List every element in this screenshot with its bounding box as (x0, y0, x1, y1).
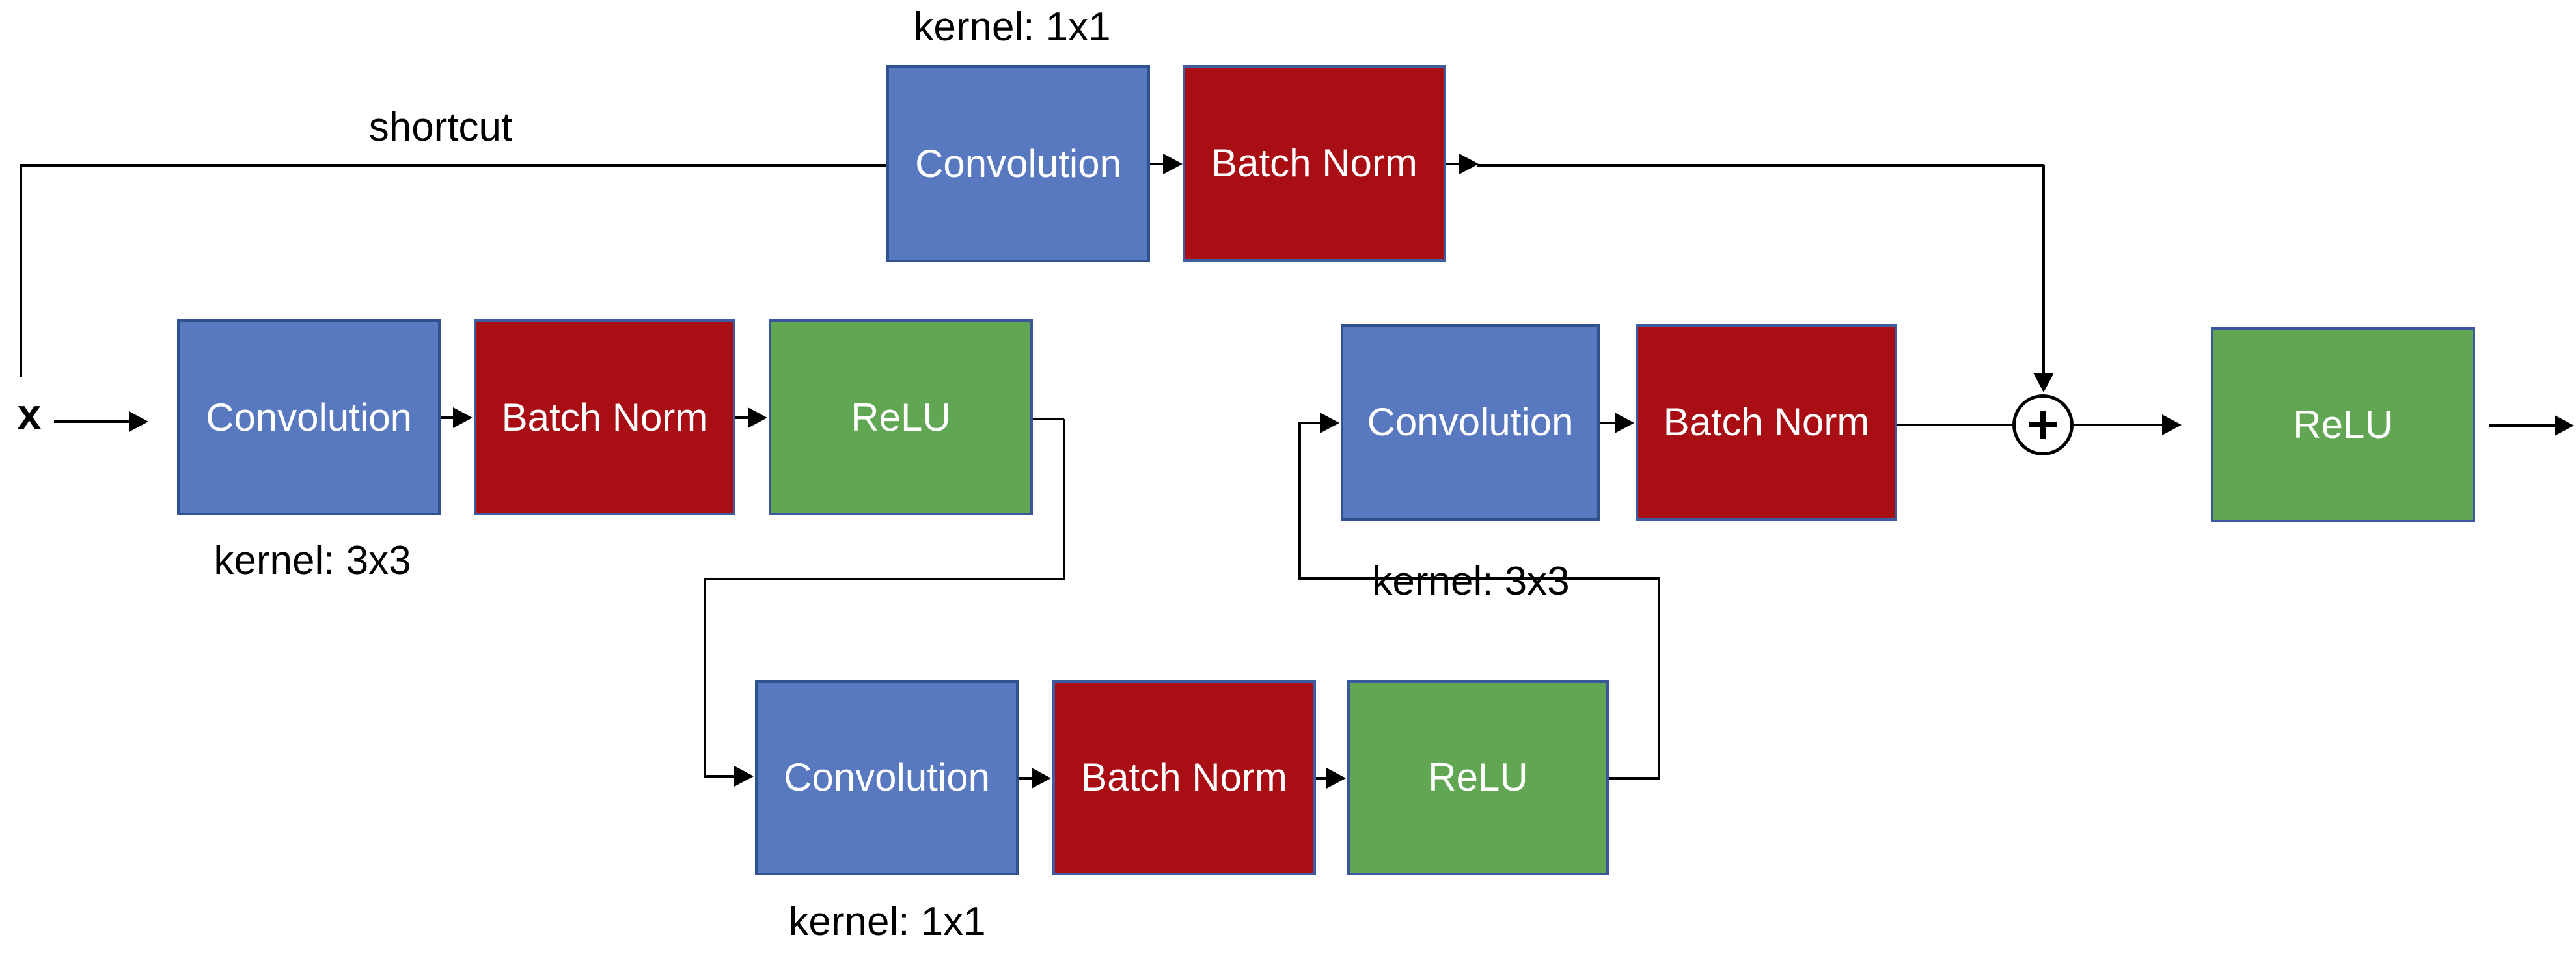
shortcut-conv-to-bn (1150, 163, 1163, 165)
elbow2-out (1608, 777, 1659, 780)
input-arrow-line (54, 420, 130, 423)
main1-bn-box: Batch Norm (474, 319, 735, 515)
main1-conv-box: Convolution (177, 319, 441, 515)
plus-junction (2012, 394, 2074, 455)
main2-conv-to-bn (1017, 777, 1033, 780)
main1-conv-to-bn (441, 416, 455, 419)
arrow-main1-conv-bn (453, 407, 473, 428)
main3-bn-box: Batch Norm (1636, 324, 1897, 521)
elbow1-out (1032, 418, 1064, 420)
shortcut-bn-box: Batch Norm (1183, 65, 1446, 262)
input-label: x (17, 390, 42, 438)
shortcut-bn-box-label: Batch Norm (1211, 141, 1418, 185)
elbow2-horizontal (1298, 577, 1660, 580)
main2-bn-box-label: Batch Norm (1081, 755, 1287, 799)
shortcut-conv-box-label: Convolution (915, 141, 1121, 185)
main1-conv-box-label: Convolution (206, 395, 412, 439)
main3-bn-box-label: Batch Norm (1663, 400, 1870, 444)
shortcut-conv-box: Convolution (886, 65, 1150, 262)
elbow2-in (1298, 422, 1323, 424)
main2-conv-box-label: Convolution (784, 755, 990, 799)
main2-relu-box: ReLU (1347, 680, 1609, 875)
main2-kernel-label: kernel: 1x1 (788, 899, 986, 944)
main2-relu-box-label: ReLU (1428, 755, 1528, 799)
main2-bn-to-relu (1315, 777, 1329, 780)
elbow1-down2 (704, 579, 706, 776)
main2-conv-box: Convolution (755, 680, 1019, 875)
elbow1-in (704, 775, 736, 778)
output-relu-box: ReLU (2211, 327, 2475, 522)
main1-bn-box-label: Batch Norm (501, 395, 708, 439)
arrow-main1-bn-relu (748, 407, 767, 428)
main1-kernel-label: kernel: 3x3 (213, 538, 411, 583)
main1-relu-box-label: ReLU (851, 395, 951, 439)
arrow-main2-bn-relu (1326, 768, 1346, 789)
arrow-main2-conv-bn (1032, 768, 1051, 789)
arrow-output (2555, 415, 2574, 436)
arrow-input (129, 411, 148, 432)
elbow2-up2 (1298, 422, 1301, 580)
arrow-shortcut-bn-out (1459, 154, 1479, 174)
output-relu-box-label: ReLU (2293, 403, 2393, 446)
arrow-plus-to-relu (2162, 414, 2182, 435)
main1-relu-box: ReLU (769, 319, 1033, 515)
main3-conv-box: Convolution (1341, 324, 1600, 521)
shortcut-label: shortcut (368, 105, 513, 150)
main2-bn-box: Batch Norm (1052, 680, 1316, 875)
main1-bn-to-relu (735, 416, 750, 419)
main3-bn-to-plus (1897, 424, 2016, 426)
shortcut-line-horizontal (20, 164, 886, 167)
shortcut-line-vertical (20, 164, 22, 377)
plus-to-relu (2074, 424, 2162, 426)
elbow1-horizontal (704, 578, 1065, 580)
arrow-into-main2-conv (734, 766, 754, 787)
shortcut-long-horizontal (1477, 164, 2044, 167)
main3-kernel-label: kernel: 3x3 (1372, 559, 1570, 604)
output-arrow-line (2489, 424, 2556, 427)
elbow2-up (1658, 580, 1660, 780)
shortcut-bn-out (1446, 163, 1460, 165)
arrow-shortcut-conv-bn (1163, 154, 1183, 174)
arrow-into-plus (2033, 373, 2054, 392)
shortcut-drop-vertical (2042, 165, 2045, 373)
elbow1-down (1063, 419, 1065, 580)
shortcut-kernel-label: kernel: 1x1 (913, 5, 1111, 49)
arrow-main3-conv-bn (1615, 413, 1634, 433)
main3-conv-box-label: Convolution (1367, 400, 1574, 444)
arrow-into-main3-conv (1320, 413, 1339, 433)
main3-conv-to-bn (1598, 422, 1617, 424)
plus-icon (2040, 411, 2046, 439)
